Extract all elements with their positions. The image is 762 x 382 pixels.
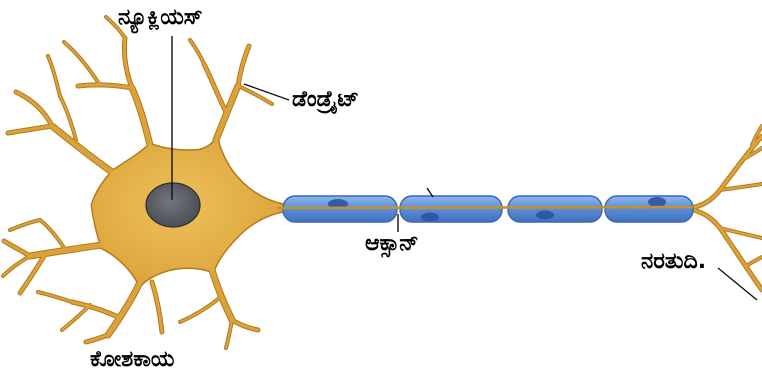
myelin-segment bbox=[508, 196, 602, 222]
schwann-cell-nucleus bbox=[536, 211, 554, 220]
nucleus-label: ನ್ಯೂಕ್ಲಿಯಸ್ bbox=[118, 4, 203, 32]
dendrite-label: ಡೆಂಡ್ರೈಟ್ bbox=[292, 86, 359, 114]
axon bbox=[278, 207, 692, 208]
cell-body-label: ಕೋಶಕಾಯ bbox=[90, 346, 174, 374]
myelin-segment bbox=[400, 196, 502, 222]
nucleus bbox=[146, 183, 200, 227]
axon-label: ಆಕ್ಸಾನ್ bbox=[365, 230, 419, 258]
schwann-cell-nucleus bbox=[421, 213, 439, 222]
schwann-cell-nucleus bbox=[648, 197, 666, 207]
nerve-ending-label: ನರತುದಿ. bbox=[641, 248, 706, 276]
